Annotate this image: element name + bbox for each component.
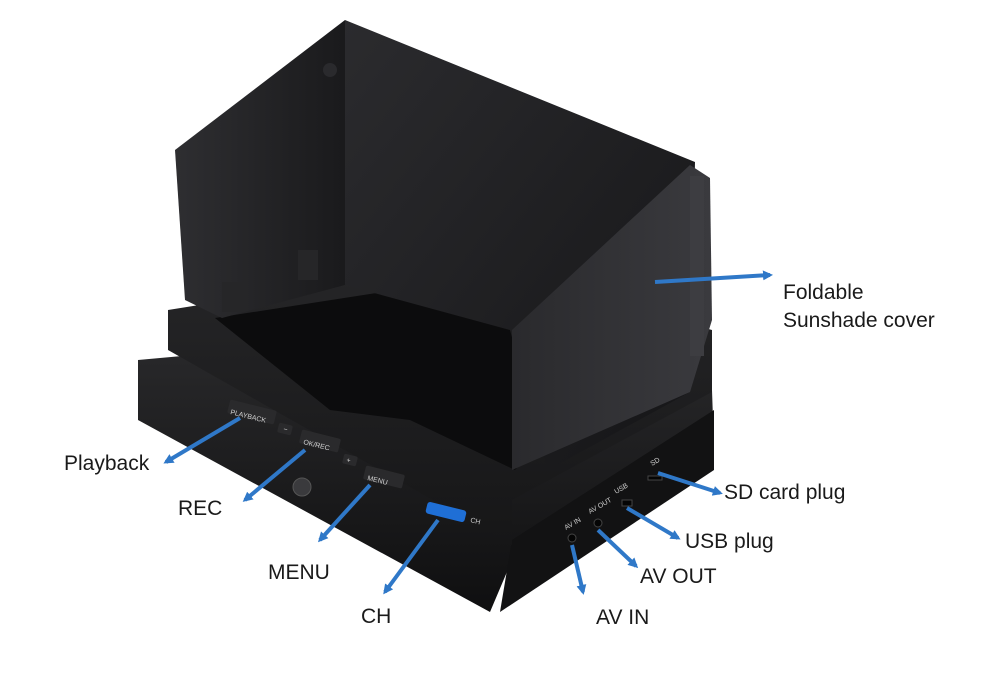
callout-ch: CH (361, 605, 392, 628)
playback-button[interactable] (227, 399, 277, 425)
arrow-icon (657, 471, 723, 496)
callout-playback: Playback (64, 452, 150, 475)
menu-button[interactable] (363, 465, 405, 489)
arrow-icon (625, 506, 681, 540)
ok-rec-button[interactable] (299, 429, 341, 453)
power-knob[interactable] (292, 477, 312, 497)
arrow-icon (383, 518, 440, 595)
device-label-ch: CH (470, 517, 482, 526)
callout-av-in: AV IN (596, 606, 650, 629)
minus-button[interactable] (277, 422, 293, 436)
arrow-icon (163, 416, 242, 464)
plus-button[interactable] (342, 453, 358, 467)
av-out-port[interactable] (593, 518, 603, 528)
av-in-port[interactable] (567, 533, 577, 543)
callout-foldable: Foldable (783, 281, 864, 304)
device-label-plus: + (346, 457, 352, 465)
callout-av-out: AV OUT (640, 565, 717, 588)
hinge-clip-left (222, 282, 244, 312)
arrow-icon (596, 528, 639, 569)
callout-rec: REC (178, 497, 223, 520)
sunshade-right-panel (512, 165, 712, 470)
ch-button[interactable] (425, 501, 467, 523)
device-label-sd: SD (650, 457, 662, 468)
sunshade-left-panel (175, 20, 345, 318)
callout-sunshade-cover: Sunshade cover (783, 309, 935, 332)
monitor-base-right-side (500, 410, 714, 612)
callout-sd-card-plug: SD card plug (724, 481, 846, 504)
callout-usb-plug: USB plug (685, 530, 774, 553)
arrow-icon (570, 544, 587, 595)
device-label-minus: − (283, 426, 289, 434)
device-label-menu: MENU (367, 475, 389, 487)
arrow-icon (654, 270, 773, 284)
arrow-icon (317, 483, 372, 543)
arrow-icon (242, 448, 307, 502)
sunshade-hinge (690, 176, 704, 356)
hinge-clip-right (298, 250, 318, 280)
callout-menu: MENU (268, 561, 330, 584)
sunshade-screw (323, 63, 337, 77)
usb-port[interactable] (621, 499, 633, 507)
sd-card-slot[interactable] (647, 475, 663, 481)
